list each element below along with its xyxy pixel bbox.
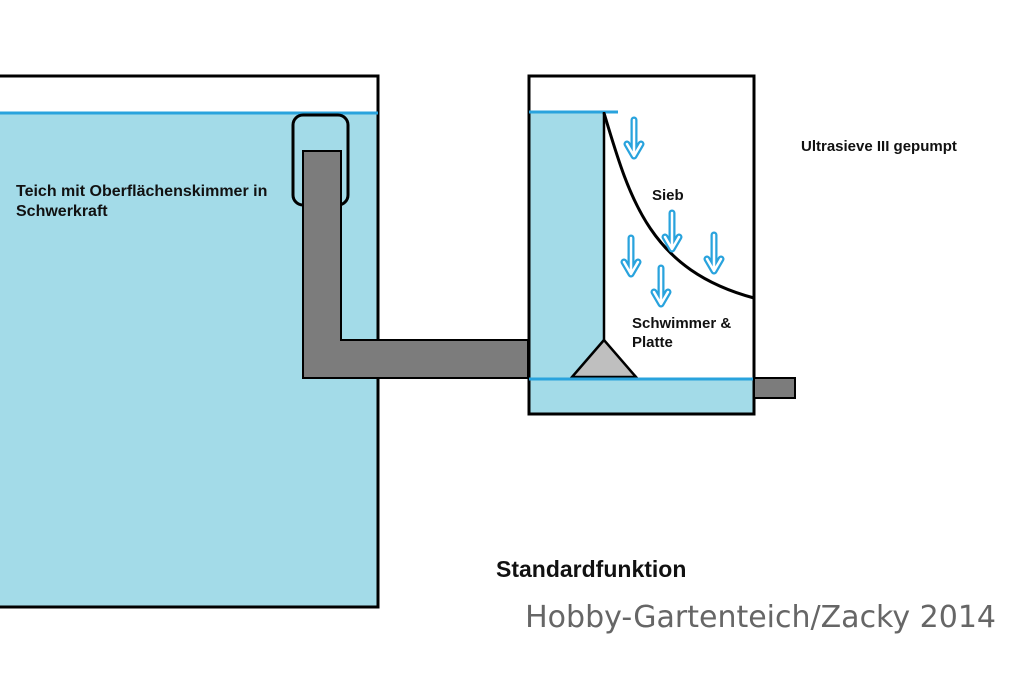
credit-watermark: Hobby-Gartenteich/Zacky 2014 xyxy=(525,600,996,635)
sieve-inlet-chamber-water xyxy=(529,112,604,382)
sieve-bottom-water xyxy=(529,379,754,414)
flow-arrow-icon xyxy=(665,213,679,249)
flow-arrow-icon xyxy=(624,238,638,274)
sieve-label: Sieb xyxy=(652,187,684,204)
flow-arrow-icon xyxy=(627,120,641,156)
flow-arrows xyxy=(624,120,721,304)
ultrasieve xyxy=(527,74,796,416)
float-label: Schwimmer & Platte xyxy=(632,315,732,351)
outlet-pipe xyxy=(753,377,796,399)
mode-label: Ultrasieve III gepumpt xyxy=(801,138,957,155)
pipe xyxy=(302,150,529,379)
sieve-screen-curve xyxy=(602,112,755,300)
flow-arrow-icon xyxy=(654,268,668,304)
skimmer-pipe xyxy=(291,113,529,379)
float-plate xyxy=(569,338,639,379)
sieve-housing xyxy=(527,74,756,416)
diagram-title: Standardfunktion xyxy=(496,556,687,582)
pond-label: Teich mit Oberflächenskimmer in Schwerkr… xyxy=(16,183,268,220)
flow-arrow-icon xyxy=(707,235,721,271)
